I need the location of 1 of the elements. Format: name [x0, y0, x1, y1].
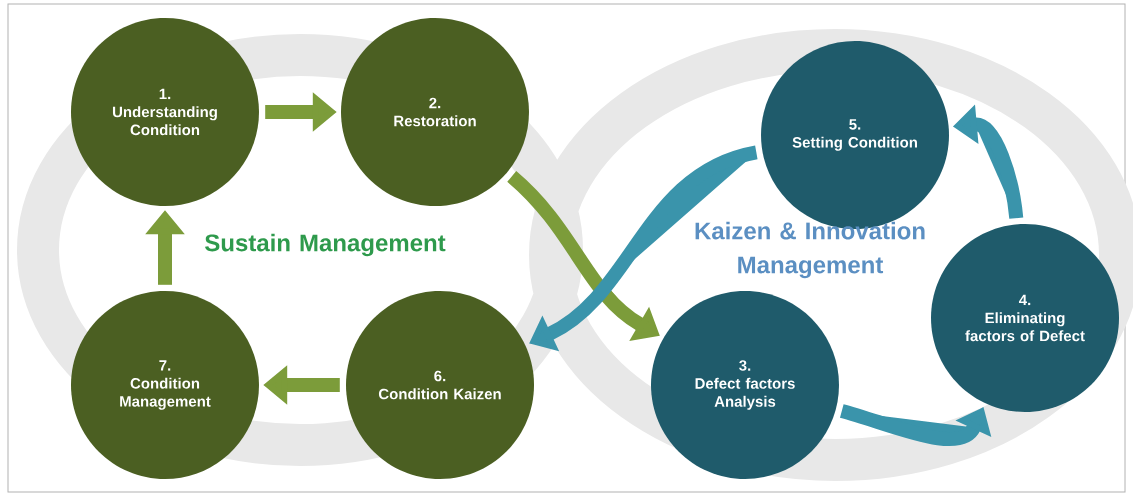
- section-label: Sustain Management: [205, 233, 446, 257]
